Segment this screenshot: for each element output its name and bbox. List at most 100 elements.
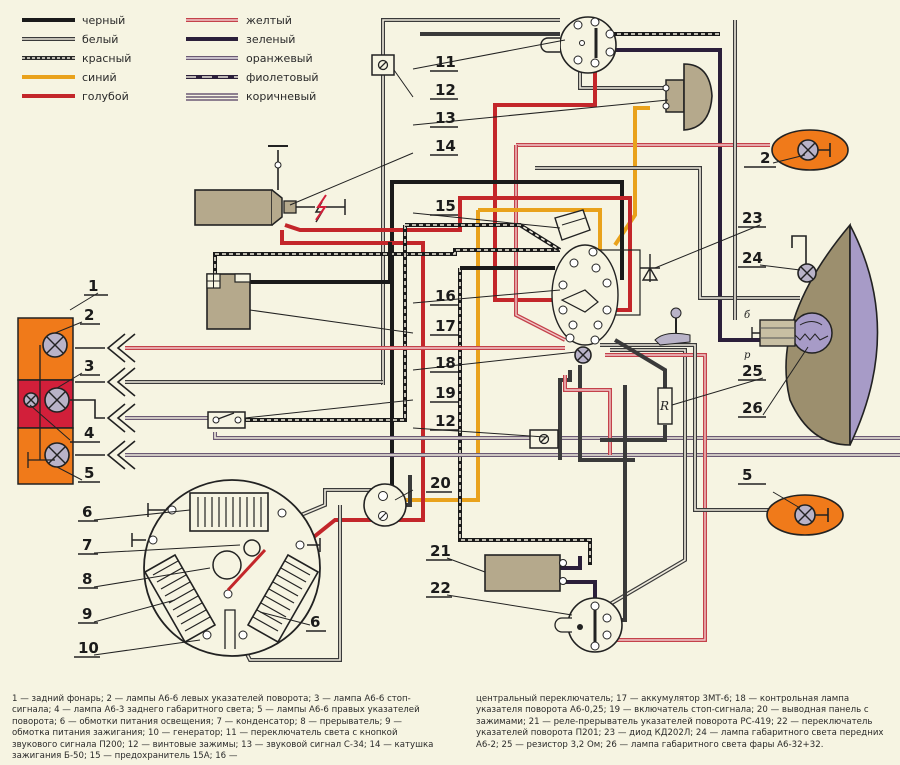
terminal-panel [363, 483, 407, 527]
connector-icon [70, 399, 136, 433]
wires [125, 18, 900, 662]
connector-icon [75, 440, 136, 470]
callout-6: 6 [82, 503, 92, 521]
callout-2: 2 [84, 306, 94, 324]
callout-8: 8 [82, 570, 92, 588]
callout-17: 17 [435, 317, 456, 335]
light-switch [540, 16, 617, 74]
legend-label: желтый [246, 14, 292, 27]
horn [662, 63, 713, 131]
callout-12: 12 [435, 412, 456, 430]
caption-right: центральный переключатель; 17 — аккумуля… [476, 694, 884, 750]
central-switch [551, 244, 691, 364]
legend-label: фиолетовый [246, 71, 319, 84]
legend-label: белый [82, 33, 118, 46]
wire-white [381, 18, 560, 385]
terminal-p-label: р [744, 350, 751, 361]
callout-22: 22 [430, 579, 451, 597]
callout-9: 9 [82, 605, 92, 623]
lighting-coil-winding [246, 553, 320, 644]
callout-24: 24 [742, 249, 763, 267]
connector-chevrons [70, 333, 136, 470]
callout-3: 3 [84, 357, 94, 375]
lighting-coil [189, 492, 269, 532]
lamp-icon [44, 442, 70, 468]
battery [206, 273, 251, 330]
wire-lightblue [280, 230, 425, 522]
wire-blue [478, 208, 602, 250]
headlight-lens [849, 224, 879, 446]
wire-blue [613, 106, 650, 247]
callout-18: 18 [435, 354, 456, 372]
key-icon [654, 332, 691, 346]
wire-blue [400, 210, 480, 502]
headlamp-bulb [791, 312, 833, 354]
ignition-coil [194, 145, 346, 226]
legend-left: черный белый красный синий голубой [22, 14, 131, 103]
tail-light [17, 317, 74, 485]
ignition-coil-winding [143, 553, 217, 644]
callout-4: 4 [84, 424, 94, 442]
turn-lamp-front [766, 494, 844, 536]
legend: черный белый красный синий голубой желты… [22, 14, 319, 103]
callout-10: 10 [78, 639, 99, 657]
legend-label: черный [82, 14, 125, 27]
caption-left: 1 — задний фонарь; 2 — лампы А6-6 левых … [12, 694, 434, 762]
ground-icon [27, 345, 55, 468]
ground-icon [815, 508, 829, 522]
headlamp-socket [759, 319, 796, 347]
breaker-cam [212, 550, 242, 580]
wire-black [250, 242, 392, 284]
turn-lamp-front [771, 129, 849, 171]
generator [131, 479, 321, 657]
turn-switch [554, 597, 623, 653]
callout-labels: 1 2 3 4 5 6 7 8 9 10 6 11 12 13 14 15 16… [70, 53, 776, 658]
capacitor [243, 539, 261, 557]
callout-14: 14 [435, 137, 456, 155]
lamp-icon [23, 392, 39, 408]
callout-6: 6 [310, 613, 320, 631]
callout-13: 13 [435, 109, 456, 127]
callout-15: 15 [435, 197, 456, 215]
resistor: R [657, 387, 673, 425]
lamp-icon [574, 346, 592, 364]
legend-right: желтый зеленый оранжевый фиолетовый кори… [186, 14, 319, 103]
legend-label: зеленый [246, 33, 295, 46]
wire-lightblue [284, 196, 632, 312]
leader-lines [29, 39, 809, 656]
callout-12: 12 [435, 81, 456, 99]
lamp-icon [797, 263, 817, 283]
flasher-relay [484, 554, 567, 592]
callout-7: 7 [82, 536, 92, 554]
callout-23: 23 [742, 209, 763, 227]
screw-clamp [529, 429, 559, 449]
connector-icon [75, 367, 136, 397]
callout-21: 21 [430, 542, 451, 560]
spark-icon [315, 194, 327, 221]
callout-20: 20 [430, 474, 451, 492]
callout-19: 19 [435, 384, 456, 402]
callout-25: 25 [742, 362, 763, 380]
callout-2: 2 [760, 149, 770, 167]
terminal-b-label: б [744, 310, 751, 321]
legend-label: коричневый [246, 90, 316, 103]
stop-switch [207, 411, 246, 429]
legend-label: синий [82, 71, 117, 84]
callout-1: 1 [88, 277, 98, 295]
lamp-icon [44, 387, 70, 413]
screw-clamp [371, 54, 395, 76]
wiring-diagram: черный белый красный синий голубой желты… [17, 14, 900, 662]
callout-11: 11 [435, 53, 456, 71]
callout-5: 5 [84, 464, 94, 482]
lamp-icon [42, 332, 68, 358]
callout-26: 26 [742, 399, 763, 417]
legend-label: голубой [82, 90, 129, 103]
ground-icon [818, 143, 831, 157]
legend-label: оранжевый [246, 52, 313, 65]
fuse [554, 209, 591, 241]
callout-5: 5 [742, 466, 752, 484]
callout-16: 16 [435, 287, 456, 305]
connector-icon [75, 333, 136, 363]
legend-label: красный [82, 52, 131, 65]
resistor-label: R [659, 399, 669, 413]
